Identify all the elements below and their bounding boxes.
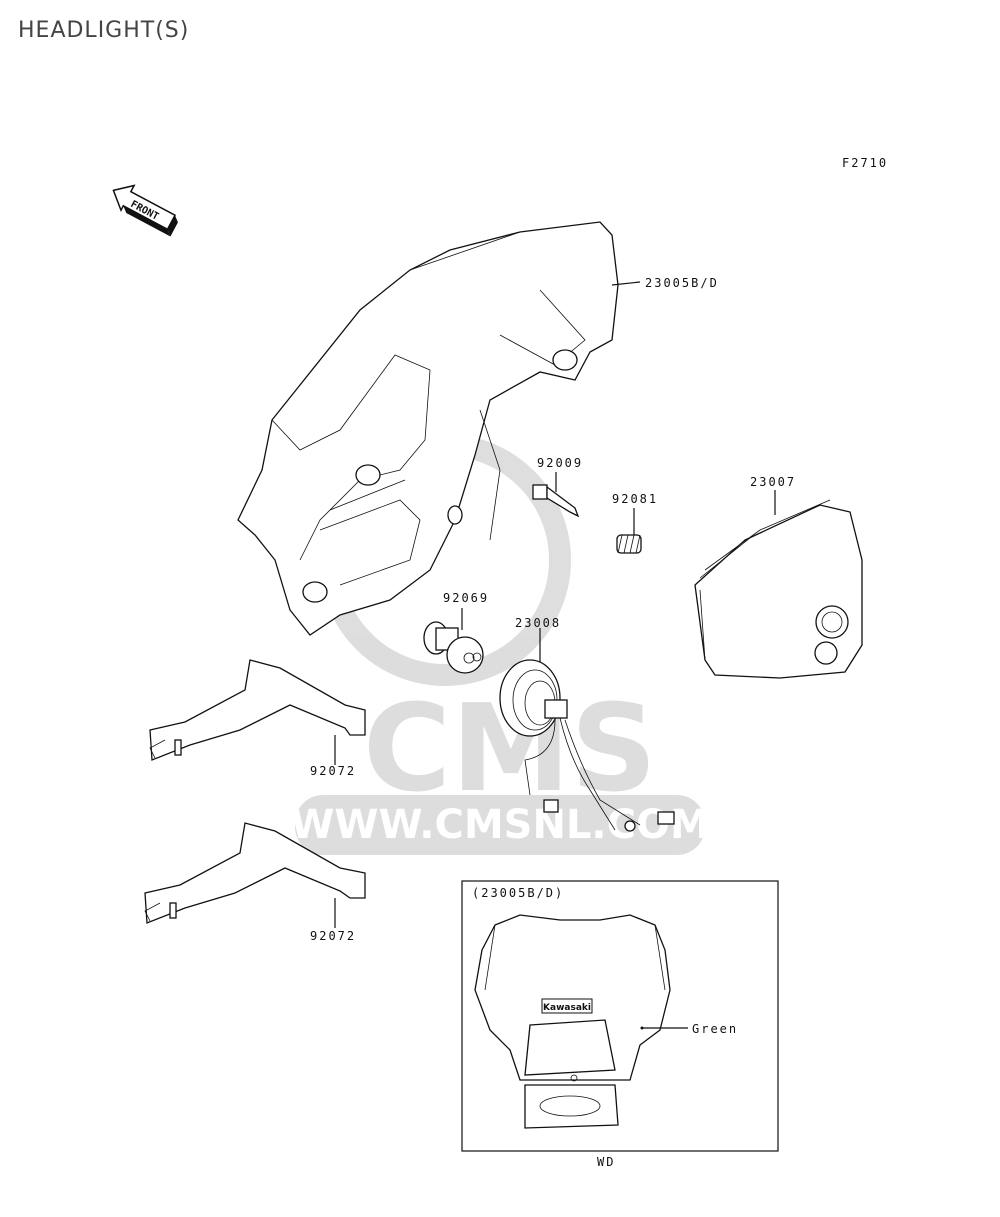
label-92081: 92081 <box>612 492 658 506</box>
bulb-icon <box>423 621 484 674</box>
label-92072-lower: 92072 <box>310 929 356 943</box>
inset-color-note: Green <box>692 1022 738 1036</box>
band-upper <box>149 659 366 761</box>
inset-box: (23005B/D) Kawasaki Green <box>461 880 779 1152</box>
page-title: HEADLIGHT(S) <box>18 18 190 43</box>
front-arrow-icon: FRONT <box>112 184 178 237</box>
label-92069: 92069 <box>443 591 489 605</box>
inset-model-code: WD <box>597 1155 615 1169</box>
inset-title: (23005B/D) <box>472 886 564 900</box>
figure-code: F2710 <box>842 156 888 170</box>
screw-icon <box>532 484 580 518</box>
headlight-cover <box>237 221 619 636</box>
spring-icon <box>616 534 642 554</box>
headlight-unit <box>694 499 863 679</box>
band-lower <box>144 822 366 924</box>
socket-icon <box>499 659 675 832</box>
label-23005: 23005B/D <box>645 276 719 290</box>
label-23007: 23007 <box>750 475 796 489</box>
label-92072-upper: 92072 <box>310 764 356 778</box>
inset-brand: Kawasaki <box>543 1003 591 1013</box>
label-23008: 23008 <box>515 616 561 630</box>
label-92009: 92009 <box>537 456 583 470</box>
watermark-url: WWW.CMSNL.COM <box>290 802 710 848</box>
